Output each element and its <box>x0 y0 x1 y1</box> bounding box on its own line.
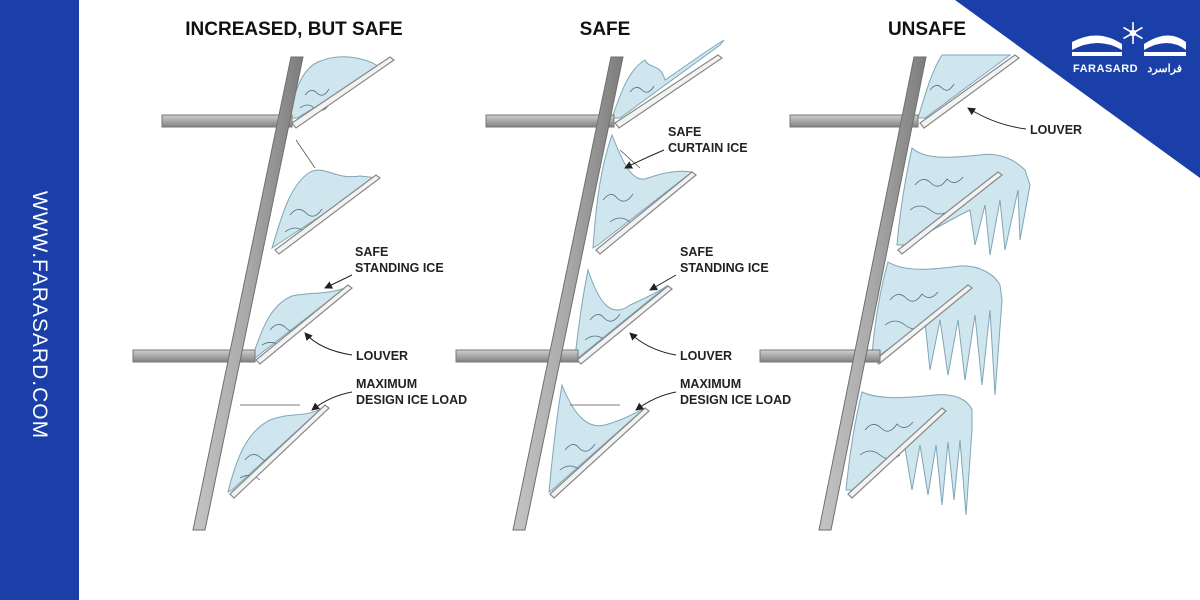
support-bar <box>455 349 579 363</box>
label-safe-standing-ice: SAFE STANDING ICE <box>355 245 444 275</box>
logo-badge: FARASARD فراسرد <box>955 0 1200 178</box>
logo-text-persian: فراسرد <box>1147 63 1182 75</box>
support-bar <box>161 114 293 128</box>
label-max-design-ice-load: MAXIMUM DESIGN ICE LOAD <box>356 377 467 407</box>
label-safe-curtain-ice: SAFE CURTAIN ICE <box>668 125 748 155</box>
panel-safe: SAFE CURTAIN ICE SAFE STANDING ICE LOUVE… <box>455 39 791 531</box>
snowflake-icon <box>1123 22 1143 44</box>
label-louver: LOUVER <box>356 349 408 363</box>
support-bar <box>485 114 615 128</box>
panel-title-safe: SAFE <box>580 19 631 40</box>
label-safe-standing-ice: SAFE STANDING ICE <box>680 245 769 275</box>
support-bar <box>759 349 881 363</box>
support-bar <box>132 349 256 363</box>
label-louver: LOUVER <box>680 349 732 363</box>
vertical-frame <box>512 56 624 531</box>
label-max-design-ice-load: MAXIMUM DESIGN ICE LOAD <box>680 377 791 407</box>
vertical-frame <box>818 56 927 531</box>
panel-title-unsafe: UNSAFE <box>888 19 966 40</box>
sidebar: WWW.FARASARD.COM <box>0 0 79 600</box>
support-bar <box>789 114 919 128</box>
label-louver: LOUVER <box>1030 123 1082 137</box>
louver-blades <box>229 56 396 499</box>
panel-title-increased: INCREASED, BUT SAFE <box>185 19 402 40</box>
panel-unsafe: LOUVER <box>759 54 1082 531</box>
louver-blades <box>847 54 1021 499</box>
logo-text-latin: FARASARD <box>1073 63 1138 75</box>
panel-increased-safe: SAFE STANDING ICE LOUVER MAXIMUM DESIGN … <box>132 56 467 531</box>
louver-blades <box>549 54 724 499</box>
vertical-frame <box>192 56 304 531</box>
brand-mark-icon <box>1072 35 1186 56</box>
